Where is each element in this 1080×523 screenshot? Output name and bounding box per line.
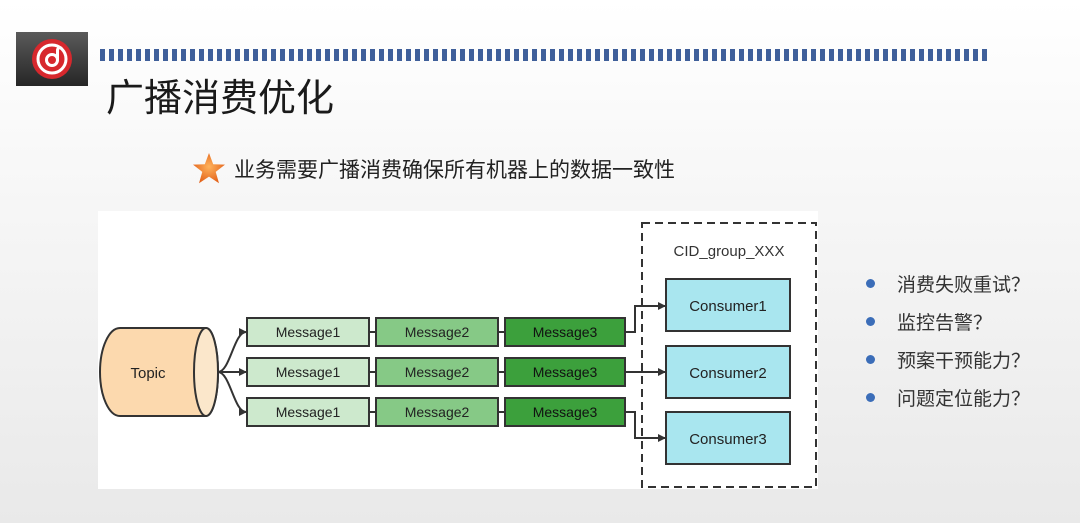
row1-to-consumer1-arrow (625, 302, 666, 333)
diagram-canvas: CID_group_XXX Topic Message1 Message2 Me… (99, 222, 817, 488)
header-stripe-divider (100, 49, 990, 61)
app-logo (16, 32, 88, 86)
message-label: Message1 (276, 364, 341, 380)
consumer-label: Consumer3 (689, 431, 767, 448)
bullet-dot-icon (866, 316, 875, 326)
message-box (504, 317, 626, 347)
message-label: Message1 (276, 324, 341, 340)
list-item-text: 预案干预能力？ (897, 349, 1031, 372)
consumer-box (665, 278, 791, 332)
bullet-dot-icon (866, 354, 875, 364)
topic-cylinder: Topic (99, 327, 219, 417)
topic-to-row1-arrow (217, 328, 247, 373)
topic-label: Topic (130, 365, 166, 382)
list-item: 预案干预能力？ (866, 340, 1030, 378)
consumer-label: Consumer2 (689, 365, 767, 382)
bullet-dot-icon (866, 392, 875, 402)
broadcast-consumption-diagram: CID_group_XXX Topic Message1 Message2 Me… (98, 211, 818, 489)
subtitle-row: 业务需要广播消费确保所有机器上的数据一致性 (192, 152, 675, 186)
message-label: Message2 (405, 404, 470, 420)
list-item-text: 消费失败重试？ (897, 273, 1031, 296)
subtitle-text: 业务需要广播消费确保所有机器上的数据一致性 (234, 158, 675, 182)
message-label: Message2 (405, 324, 470, 340)
consumer-group-label: CID_group_XXX (674, 243, 785, 260)
message-label: Message1 (276, 404, 341, 420)
message-label: Message3 (533, 404, 598, 420)
list-item: 问题定位能力？ (866, 378, 1030, 416)
netease-music-icon (32, 39, 72, 79)
list-item-text: 问题定位能力？ (897, 387, 1031, 410)
consumer-box (665, 411, 791, 465)
list-item-text: 监控告警？ (897, 311, 993, 334)
consumer-box (665, 345, 791, 399)
message-label: Message3 (533, 324, 598, 340)
page-title: 广播消费优化 (106, 76, 335, 120)
list-item: 监控告警？ (866, 302, 1030, 340)
star-icon (193, 153, 225, 184)
message-label: Message2 (405, 364, 470, 380)
message-box (246, 397, 370, 427)
message-box (375, 317, 499, 347)
bullet-dot-icon (866, 278, 875, 288)
list-item: 消费失败重试？ (866, 264, 1030, 302)
question-list: 消费失败重试？ 监控告警？ 预案干预能力？ 问题定位能力？ (866, 264, 1030, 416)
consumer-label: Consumer1 (689, 298, 767, 315)
message-label: Message3 (533, 364, 598, 380)
consumer-group-box (641, 222, 817, 488)
row3-to-consumer3-arrow (625, 411, 666, 442)
topic-to-row3-arrow (217, 371, 247, 416)
